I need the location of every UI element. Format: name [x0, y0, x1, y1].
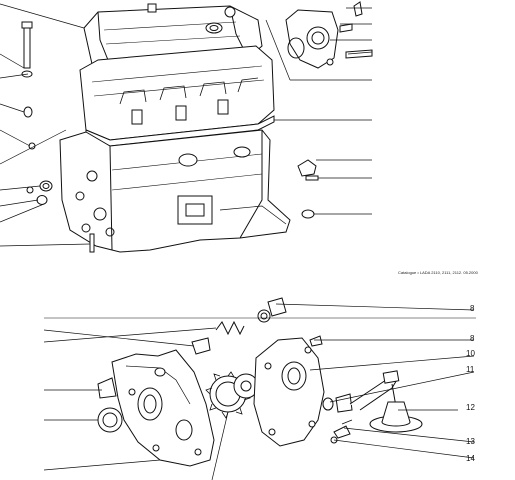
head-bolt — [24, 22, 30, 68]
lower-left-leaders — [44, 318, 476, 480]
catalogue-caption: Catalogue • LADA 2110, 2111, 2112. 05.20… — [398, 270, 478, 275]
callout-14: 14 — [466, 454, 475, 463]
pump-cover — [254, 338, 324, 446]
callout-8-upper: 8 — [470, 304, 475, 313]
cylinder-block — [60, 130, 290, 252]
callout-11: 11 — [466, 365, 475, 374]
water-pump — [225, 2, 372, 68]
lower-right-leaders — [276, 304, 474, 458]
oil-seal — [98, 408, 122, 432]
engine-block-assembly — [22, 4, 318, 252]
upper-right-leaders — [266, 8, 372, 214]
relief-spring — [216, 322, 244, 334]
callout-10: 10 — [466, 349, 475, 358]
callout-12: 12 — [466, 403, 475, 412]
callout-13: 13 — [466, 437, 475, 446]
oil-pump-assembly — [98, 298, 422, 466]
upper-left-leaders — [0, 4, 90, 246]
callout-8-lower: 8 — [470, 334, 475, 343]
